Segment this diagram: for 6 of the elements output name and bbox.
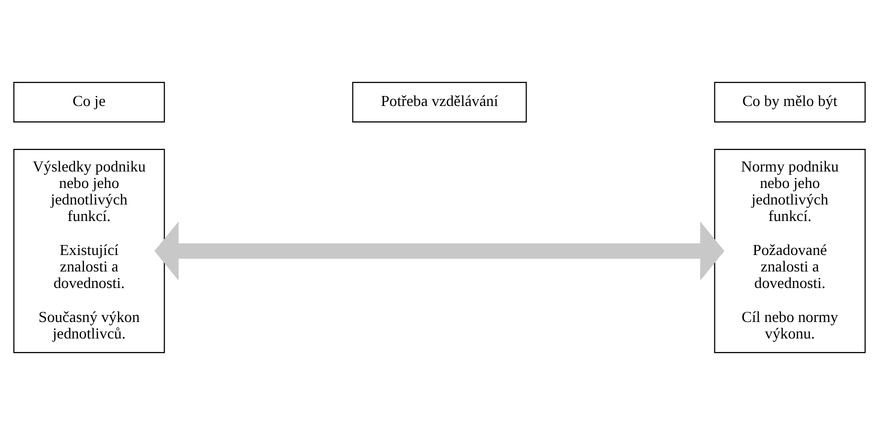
- node-box: Co by mělo být: [714, 81, 866, 122]
- node-box: Potřeba vzdělávání: [352, 81, 527, 122]
- node-box: Co je: [13, 81, 165, 122]
- arrow: [154, 220, 724, 280]
- node-box: Výsledky podniku nebo jeho jednotlivých funkcí. Existující znalosti a dovednosti. Současný výkon jednotlivců.: [13, 148, 165, 353]
- node-box: Normy podniku nebo jeho jednotlivých funkcí. Požadované znalosti a dovednosti. Cíl nebo normy výkonu.: [714, 148, 866, 353]
